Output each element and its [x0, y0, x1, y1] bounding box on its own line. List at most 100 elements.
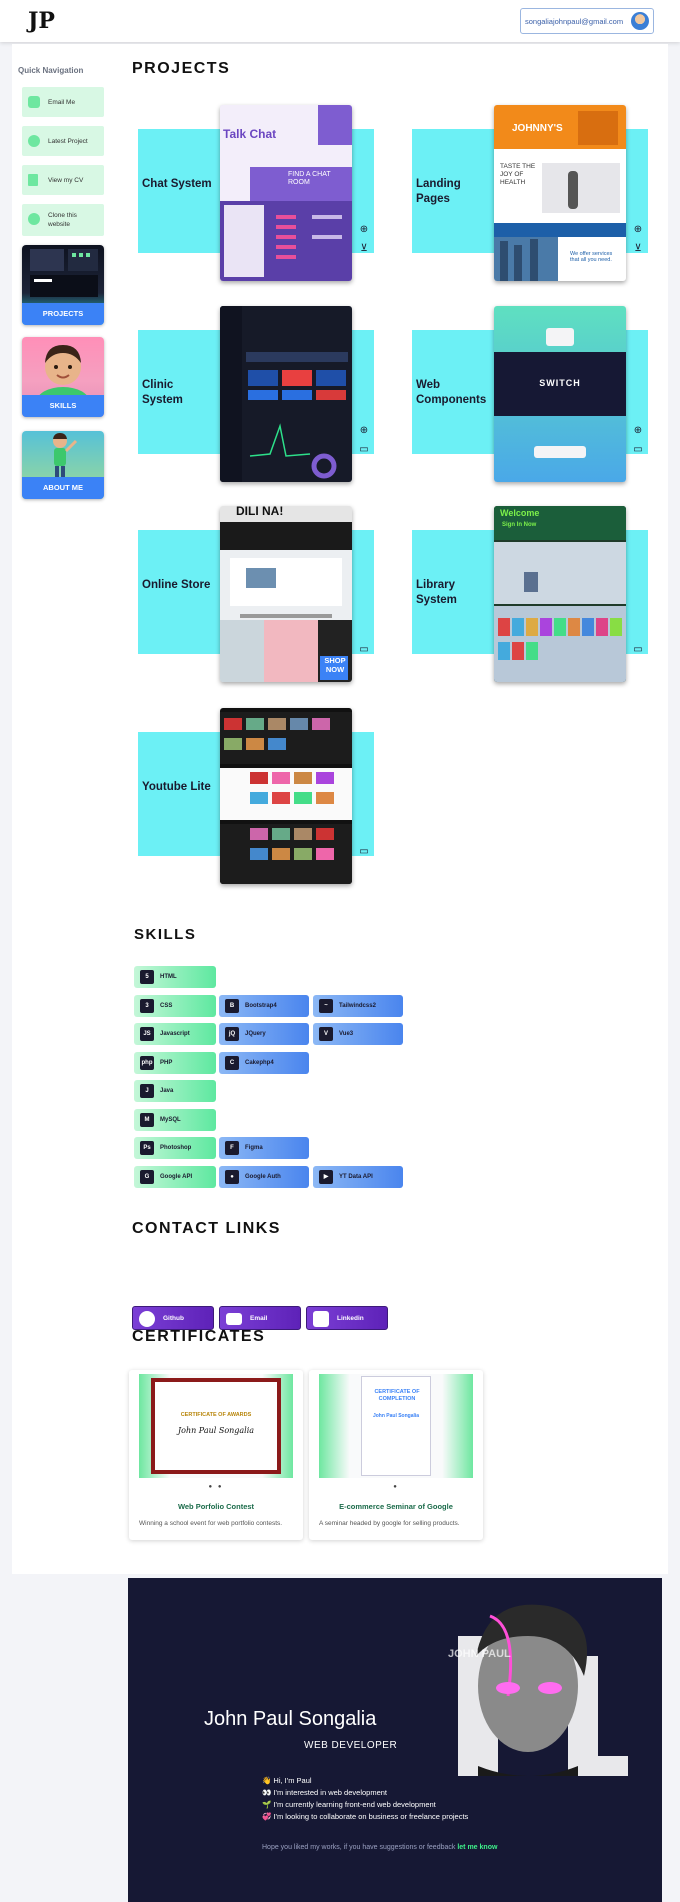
feedback-link[interactable]: let me know	[457, 1844, 498, 1851]
globe-icon[interactable]: ⊕	[359, 224, 369, 235]
sidebar-title: Quick Navigation	[18, 66, 84, 75]
project-card-youtube-lite[interactable]: Youtube Lite ▭	[138, 708, 378, 888]
linkedin-link-button[interactable]: Linkedin	[306, 1306, 388, 1330]
folder-icon[interactable]: ▭	[359, 846, 369, 857]
memoji-avatar-image	[38, 345, 88, 397]
nav-card-skills[interactable]: SKILLS	[22, 337, 104, 417]
sidebar-item-email-me[interactable]: Email Me	[22, 87, 104, 117]
certificate-description: A seminar headed by google for selling p…	[319, 1520, 460, 1527]
project-card-online-store[interactable]: Online Store DILI NA! SHOP NOW ▭	[138, 506, 378, 686]
nav-card-label: PROJECTS	[22, 303, 104, 325]
globe-icon[interactable]: ⊕	[633, 224, 643, 235]
github-link-button[interactable]: Github	[132, 1306, 214, 1330]
sidebar-item-clone-website[interactable]: Clone this website	[22, 204, 104, 236]
skill-label: Figma	[245, 1145, 263, 1151]
project-card-chat-system[interactable]: Chat System Talk Chat FIND A CHAT ROOM ⊕…	[138, 105, 378, 285]
memoji-standing-image	[53, 433, 78, 477]
skill-label: JQuery	[245, 1031, 266, 1037]
skill-label: Java	[160, 1088, 174, 1094]
portrait-art-text: JOHN PAUL	[448, 1648, 511, 1660]
project-screenshot[interactable]: Welcome Sign In Now	[494, 506, 626, 682]
intro-line: 🌱 I'm currently learning front-end web d…	[262, 1800, 436, 1809]
certificate-card-ecommerce-seminar[interactable]: CERTIFICATE OF COMPLETION John Paul Song…	[309, 1370, 483, 1540]
globe-icon[interactable]: ⊕	[633, 425, 643, 436]
nav-card-about-me[interactable]: ABOUT ME	[22, 431, 104, 499]
carousel-dots[interactable]: ●	[393, 1484, 399, 1490]
site-logo[interactable]: JP	[28, 8, 55, 34]
skill-label: Vue3	[339, 1031, 354, 1037]
project-card-web-components[interactable]: Web Components SWITCH ⊕ ▭	[412, 306, 652, 486]
sidebar-item-label: Clone this website	[48, 212, 77, 228]
contact-label: Linkedin	[337, 1315, 364, 1322]
avatar[interactable]	[631, 12, 649, 30]
project-screenshot[interactable]: Talk Chat FIND A CHAT ROOM	[220, 105, 352, 281]
landing-shot-brand: JOHNNY'S	[512, 123, 563, 134]
project-card-landing-pages[interactable]: Landing Pages JOHNNY'S TASTE THE JOY OF …	[412, 105, 652, 285]
clinic-system-preview	[220, 306, 348, 482]
project-name: Clinic System	[142, 379, 183, 406]
folder-icon[interactable]: ▭	[359, 644, 369, 655]
footer-name: John Paul Songalia	[204, 1708, 377, 1730]
certificates-title: CERTIFICATES	[132, 1328, 266, 1345]
project-card-library-system[interactable]: Library System Welcome Sign In Now ▭	[412, 506, 652, 686]
certificate-card-web-portfolio[interactable]: CERTIFICATE OF AWARDS John Paul Songalia…	[129, 1370, 303, 1540]
sidebar-item-label: View my CV	[48, 176, 84, 184]
project-screenshot[interactable]: SWITCH	[494, 306, 626, 482]
intro-line: 👀 I'm interested in web development	[262, 1788, 387, 1797]
email-display[interactable]: songaliajohnpaul@gmail.com	[520, 8, 654, 34]
nav-card-label: ABOUT ME	[22, 477, 104, 499]
intro-line: 💞️ I'm looking to collaborate on busines…	[262, 1812, 469, 1821]
skill-label: Javascript	[160, 1031, 190, 1037]
certificate-image[interactable]: CERTIFICATE OF COMPLETION John Paul Song…	[319, 1374, 473, 1478]
skill-label: Bootstrap4	[245, 1002, 277, 1009]
skill-badge: jQ JQuery	[219, 1023, 309, 1045]
carousel-dots[interactable]: ● ●	[208, 1484, 224, 1490]
store-shot-shop-now: SHOP NOW	[324, 656, 346, 674]
sidebar-item-view-cv[interactable]: View my CV	[22, 165, 104, 195]
sidebar-item-latest-project[interactable]: Latest Project	[22, 126, 104, 156]
google-auth-icon: ●	[225, 1169, 239, 1184]
folder-icon[interactable]: ▭	[633, 444, 643, 455]
skill-label: PHP	[160, 1059, 173, 1066]
project-card-clinic-system[interactable]: Clinic System ⊕ ▭	[138, 306, 378, 486]
project-screenshot[interactable]	[220, 708, 352, 884]
photoshop-icon: Ps	[140, 1141, 154, 1155]
main-content: Quick Navigation Email Me Latest Project…	[12, 44, 668, 1574]
switch-shot-text: SWITCH	[539, 378, 581, 388]
folder-icon[interactable]: ▭	[359, 444, 369, 455]
project-screenshot[interactable]: DILI NA! SHOP NOW	[220, 506, 352, 682]
globe-icon	[28, 135, 40, 147]
cart-icon[interactable]: ⊻	[634, 243, 642, 254]
folder-icon[interactable]: ▭	[633, 644, 643, 655]
feedback-note: Hope you liked my works, if you have sug…	[262, 1844, 497, 1851]
quick-navigation: Quick Navigation Email Me Latest Project…	[18, 66, 114, 511]
certificate-image[interactable]: CERTIFICATE OF AWARDS John Paul Songalia	[139, 1374, 293, 1478]
projects-preview-image	[30, 249, 98, 297]
top-header: JP songaliajohnpaul@gmail.com	[0, 0, 680, 42]
figma-icon: F	[225, 1141, 239, 1155]
jquery-icon: jQ	[225, 1027, 239, 1041]
nav-card-projects[interactable]: PROJECTS	[22, 245, 104, 325]
cert1-heading: CERTIFICATE OF AWARDS	[180, 1412, 252, 1418]
globe-icon[interactable]: ⊕	[359, 425, 369, 436]
html5-icon: 5	[140, 970, 154, 984]
skill-label: YT Data API	[339, 1173, 373, 1180]
linkedin-icon	[313, 1311, 329, 1327]
cakephp-icon: C	[225, 1055, 239, 1070]
cart-icon[interactable]: ⊻	[360, 243, 368, 254]
email-link-button[interactable]: Email	[219, 1306, 301, 1330]
footer-hero: JOHN PAUL John Paul Songalia WEB DEVELOP…	[128, 1578, 662, 1902]
github-icon	[139, 1311, 155, 1327]
project-screenshot[interactable]: JOHNNY'S TASTE THE JOY OF HEALTH We offe…	[494, 105, 626, 281]
mail-icon	[226, 1313, 242, 1325]
web-components-preview	[494, 328, 626, 458]
project-screenshot[interactable]	[220, 306, 352, 482]
php-icon: php	[140, 1055, 154, 1070]
skill-badge: F Figma	[219, 1137, 309, 1159]
